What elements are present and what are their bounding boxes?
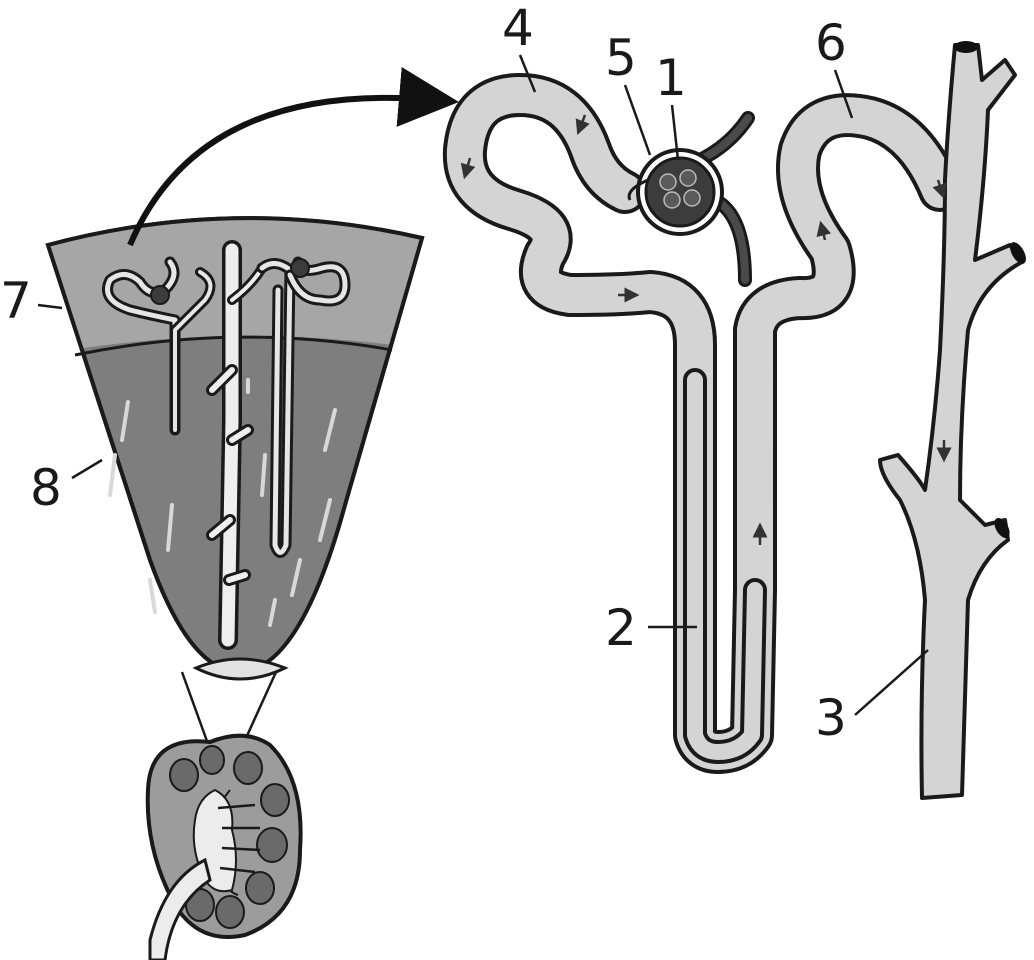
label-1: 1 [655,49,687,107]
leader-7 [37,303,63,310]
leader-8 [71,458,103,480]
renal-papilla [192,657,289,681]
glomerulus [627,111,755,287]
renal-pyramid-wedge [45,216,425,681]
zoom-arrow [127,67,459,247]
kidney-cross-section [145,733,303,960]
leader-1 [670,104,680,161]
label-5: 5 [605,29,637,87]
mini-nephron-right [256,256,351,558]
leader-5 [623,84,652,156]
label-4: 4 [502,0,534,57]
label-group: 1 2 3 4 5 6 7 8 [0,0,929,747]
medullary-streaks [108,378,337,627]
label-2: 2 [605,599,637,657]
collecting-duct [878,41,1026,800]
mini-collecting-duct [206,240,267,650]
mini-nephron-left [102,256,216,436]
zoom-line-right [244,671,278,739]
leader-6 [833,69,854,119]
label-7: 7 [0,272,32,330]
label-3: 3 [815,689,847,747]
label-6: 6 [815,14,847,72]
kidney-pyramids [169,745,290,929]
flow-arrows [460,114,952,545]
nephron [442,41,1026,800]
leader-4 [518,54,537,93]
label-8: 8 [30,459,62,517]
ureter [148,857,212,960]
leader-3 [854,649,929,716]
